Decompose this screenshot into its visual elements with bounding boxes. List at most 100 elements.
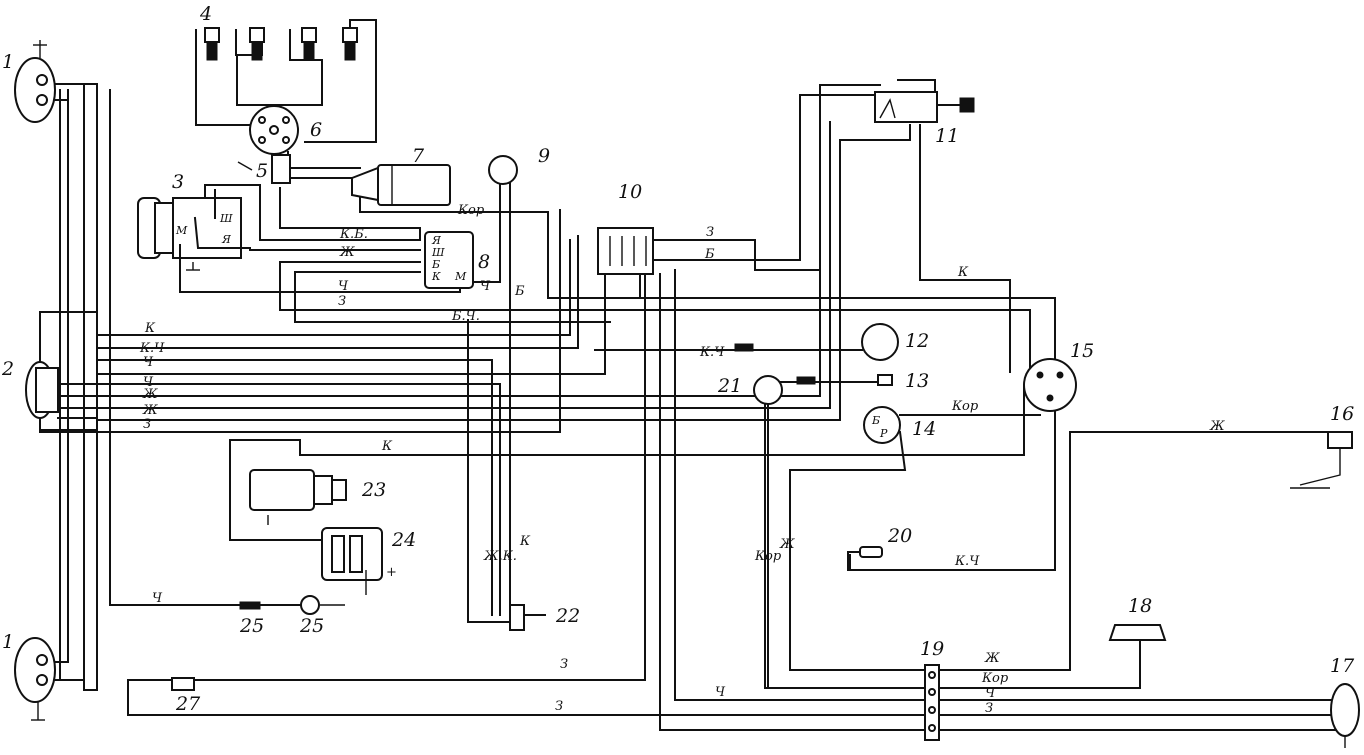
stop-switch [1290, 431, 1353, 489]
wire-z19: З [985, 701, 993, 716]
wire-b10: Б [704, 247, 715, 262]
wire-k22: К [519, 534, 531, 549]
num-17: 17 [1330, 655, 1355, 677]
switch-21 [753, 375, 783, 689]
num-19: 19 [920, 638, 944, 660]
wire-kor14: Кор [951, 399, 979, 414]
num-7: 7 [412, 145, 425, 167]
wire-kch-harness: К.Ч [139, 341, 165, 356]
lamp-27 [171, 677, 195, 691]
wire-zh2-harness: Ж [142, 403, 158, 418]
instrument-12 [594, 323, 899, 361]
wire-ch2-harness: Ч [143, 375, 154, 390]
num-6: 6 [310, 119, 322, 141]
num-4: 4 [199, 3, 212, 25]
wire-k15: К [957, 265, 969, 280]
wire-kor-top: Кор [457, 203, 485, 218]
ignition-group [195, 19, 641, 299]
term-plus24: + [386, 565, 397, 580]
term-m3: М [175, 224, 188, 237]
wire-ch19: Ч [985, 686, 996, 701]
component-numbers: 1 2 3 4 5 6 7 8 9 10 11 12 13 14 15 16 1… [1, 3, 1355, 715]
headlight-bottom [14, 637, 56, 721]
spark-plug-3 [301, 27, 317, 61]
num-2: 2 [1, 358, 14, 380]
wire-kor-vertical: Кор [754, 549, 782, 564]
num-12: 12 [905, 330, 929, 352]
wire-kch12: К.Ч [699, 345, 725, 360]
num-22: 22 [555, 605, 580, 627]
starter-motor [229, 439, 347, 541]
wire-zh8: Ж [339, 245, 355, 260]
light-switch [839, 79, 1011, 421]
wire-z-bottom: З [555, 699, 563, 714]
num-3: 3 [172, 171, 184, 193]
headlight-top [14, 40, 56, 123]
wire-z27: З [560, 657, 568, 672]
connector-block [924, 664, 940, 741]
num-23: 23 [361, 479, 386, 501]
num-15: 15 [1070, 340, 1094, 362]
terminal-labels: Ш Я М Я Ш Б К М Б Р + [175, 212, 888, 580]
tail-light [1330, 683, 1360, 748]
wire-kor19: Кор [981, 671, 1009, 686]
lamp-25 [109, 89, 345, 615]
num-24: 24 [391, 529, 416, 551]
sender-13 [779, 374, 893, 386]
lamp-20 [847, 546, 883, 571]
wire-zh-harness: Ж [142, 387, 158, 402]
num-11: 11 [935, 125, 959, 147]
wire-kch20: К.Ч [954, 554, 980, 569]
num-9: 9 [538, 145, 550, 167]
term-sh3: Ш [219, 212, 233, 225]
term-b8: Б [431, 258, 440, 271]
spark-plug-1 [204, 27, 220, 61]
num-18: 18 [1128, 595, 1152, 617]
lamp-18 [764, 389, 1167, 689]
num-25-lamp: 25 [299, 615, 324, 637]
breaker [237, 154, 291, 184]
num-27: 27 [175, 693, 201, 715]
side-light [25, 361, 59, 419]
term-b14: Б [871, 414, 880, 427]
num-5: 5 [256, 160, 268, 182]
term-ya8: Я [431, 234, 442, 247]
wire-zhk: Ж.К. [483, 549, 517, 564]
term-r14: Р [879, 427, 888, 440]
wire-bch: Б.Ч. [451, 309, 480, 324]
instrument-14 [789, 406, 1341, 671]
term-ya3: Я [221, 233, 232, 246]
num-20: 20 [887, 525, 912, 547]
battery [321, 527, 383, 595]
wire-zh19: Ж [984, 651, 1000, 666]
term-k8: К [431, 270, 441, 283]
wire-ch-harness: Ч [143, 355, 154, 370]
num-10: 10 [618, 181, 642, 203]
voltage-regulator [279, 179, 1031, 631]
fuse-block [127, 84, 1341, 731]
num-25-fuse: 25 [239, 615, 264, 637]
num-14: 14 [912, 418, 936, 440]
num-21: 21 [717, 375, 742, 397]
spark-plug-2 [249, 27, 265, 61]
ignition-coil [351, 164, 451, 206]
wire-zh-vertical: Ж [779, 537, 795, 552]
num-16: 16 [1330, 403, 1354, 425]
term-sh8: Ш [431, 246, 445, 259]
wire-b-mid: Б [514, 284, 525, 299]
wire-ch25: Ч [152, 591, 163, 606]
term-m8: М [454, 270, 467, 283]
wire-k-harness: К [144, 321, 156, 336]
wire-kb: К.Б. [339, 227, 368, 242]
num-1-top: 1 [2, 51, 14, 73]
horn-button [488, 155, 518, 185]
generator [137, 184, 461, 293]
horizontal-harness [39, 121, 841, 616]
spark-plugs [204, 27, 358, 61]
num-8: 8 [478, 251, 490, 273]
num-1-bottom: 1 [2, 631, 14, 653]
ground-stud-22 [467, 319, 546, 631]
num-13: 13 [905, 370, 929, 392]
wire-z-harness: З [143, 417, 151, 432]
